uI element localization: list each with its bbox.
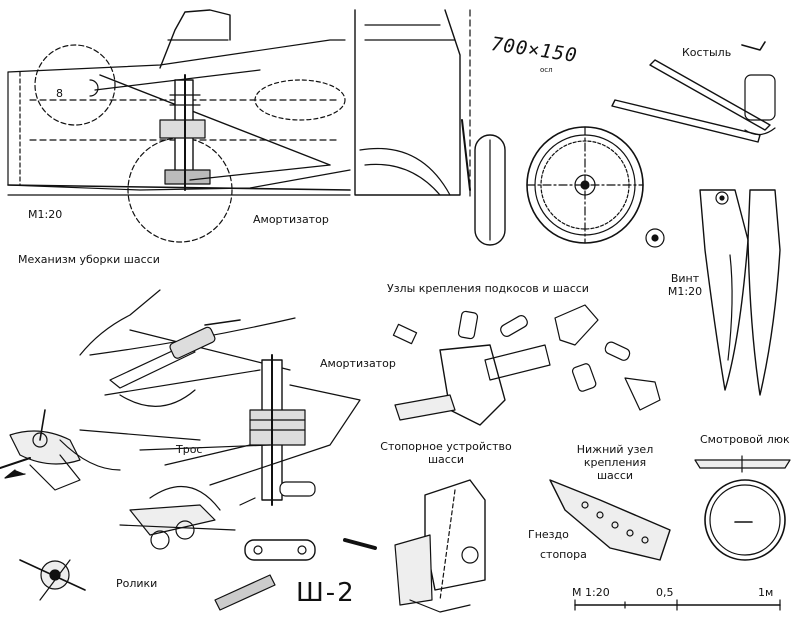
lower-mount-label: Нижний узел крепления шасси xyxy=(560,443,670,482)
lock-device-label: Стопорное устройство шасси xyxy=(376,440,516,466)
lock-socket-label-line1: Гнездо xyxy=(528,528,569,541)
propeller-drawing xyxy=(700,190,780,395)
lower-mount-label-line2: крепления xyxy=(583,456,647,469)
inspection-hatch-drawing xyxy=(695,456,790,560)
rollers-label: Ролики xyxy=(116,577,158,590)
strut-mount-parts xyxy=(393,305,660,425)
strut-mounts-label: Узлы крепления подкосов и шасси xyxy=(387,282,589,295)
tailskid-drawing xyxy=(612,42,775,142)
wheel-front-view xyxy=(527,127,664,247)
aircraft-name-label: Ш-2 xyxy=(296,578,356,608)
propeller-label-line1: Винт xyxy=(670,272,700,285)
lock-socket-label-line2: стопора xyxy=(540,548,587,561)
propeller-label: Винт М1:20 xyxy=(655,272,715,298)
scale-bar-mid: 0,5 xyxy=(656,586,674,599)
scale-bar-end: 1м xyxy=(758,586,774,599)
hub-mark-label: 8 xyxy=(56,87,63,100)
inspection-hatch-label: Смотровой люк xyxy=(700,433,790,446)
lower-mount-label-line1: Нижний узел xyxy=(576,443,654,456)
wheel-stowed-circle xyxy=(35,45,115,125)
lower-mount-label-line3: шасси xyxy=(596,469,634,482)
retraction-mechanism-label: Механизм уборки шасси xyxy=(18,253,160,266)
cable-pulley-left xyxy=(0,410,120,490)
amortizator-top-label: Амортизатор xyxy=(253,213,329,226)
scale-bar xyxy=(575,600,780,610)
amortizator-mid-label: Амортизатор xyxy=(320,357,396,370)
cable-label: Трос xyxy=(176,443,203,456)
lock-device-label-line1: Стопорное устройство xyxy=(380,440,512,453)
lock-device-label-line2: шасси xyxy=(427,453,465,466)
fuselage-section-view xyxy=(355,10,505,245)
propeller-label-line2: М1:20 xyxy=(667,285,703,298)
fuselage-side-view xyxy=(8,10,350,242)
tailskid-label: Костыль xyxy=(682,46,732,59)
rollers-drawing xyxy=(20,486,235,600)
tire-size-sub-label: осл xyxy=(540,66,553,74)
scale-bar-title: М 1:20 xyxy=(572,586,610,599)
small-parts-bottom xyxy=(215,540,375,610)
scale-label-main: М1:20 xyxy=(28,208,63,221)
shock-absorber-assembly xyxy=(80,290,360,505)
lower-mount-drawing xyxy=(550,480,670,560)
lock-device-drawing xyxy=(395,480,485,612)
